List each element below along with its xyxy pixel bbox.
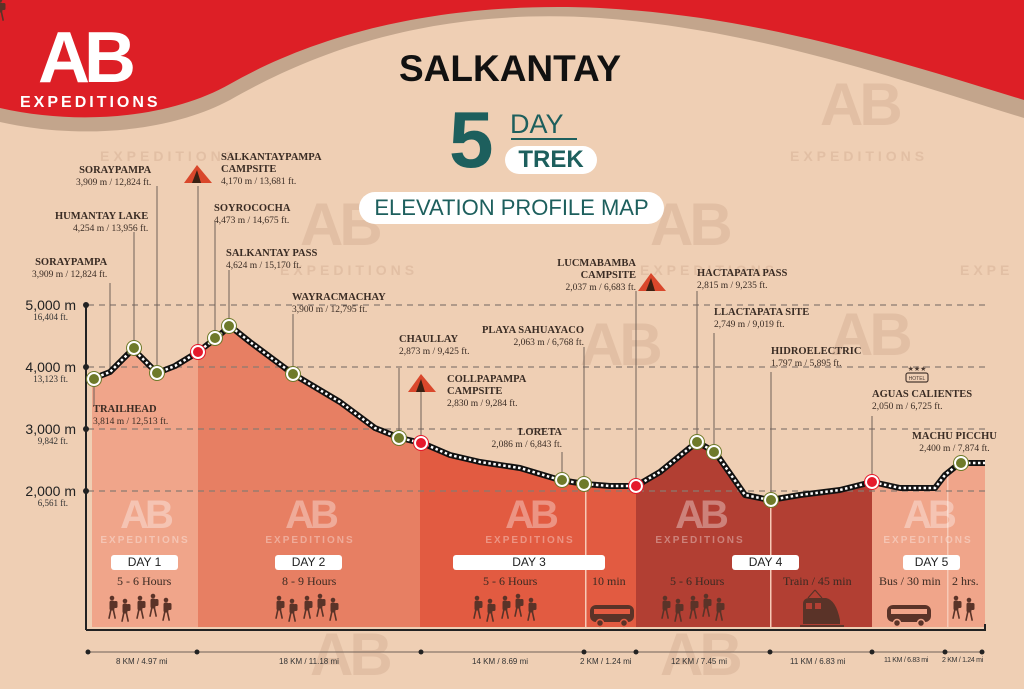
watermark: AB — [820, 71, 903, 138]
day-4-label: DAY 4 — [732, 555, 799, 570]
distance-label: 18 KM / 11.18 mi — [279, 657, 339, 666]
day-2-label: DAY 2 — [275, 555, 342, 570]
day-1-label: DAY 1 — [111, 555, 178, 570]
subtitle-badge: ELEVATION PROFILE MAP — [359, 192, 664, 224]
header-wave — [0, 0, 1024, 132]
day-3-label: DAY 3 — [453, 555, 605, 570]
hotel-icon: HOTEL ★★★ — [905, 365, 929, 383]
watermark: EXPEDITIONS — [640, 262, 779, 278]
watermark: AB — [830, 301, 913, 368]
bus-icon — [887, 605, 931, 628]
duration: Bus / 30 min — [879, 574, 941, 588]
distance-label: 11 KM / 6.83 mi — [790, 657, 846, 666]
distance-label: 8 KM / 4.97 mi — [116, 657, 168, 666]
distance-label: 2 KM / 1.24 mi — [580, 657, 632, 666]
page-title: SALKANTAY — [398, 48, 622, 89]
watermark: AB — [660, 621, 743, 688]
trek-badge: TREK — [505, 146, 597, 174]
duration: 5 - 6 Hours — [483, 574, 538, 588]
duration: Train / 45 min — [783, 574, 852, 588]
bus-icon — [590, 605, 634, 628]
day-word: DAY — [510, 109, 564, 139]
watermark: EXPEDITIONS — [790, 148, 929, 164]
watermark: AB — [650, 191, 733, 258]
watermark: EXPE — [960, 262, 1014, 278]
divider — [511, 138, 577, 140]
tent-icon — [184, 165, 212, 183]
duration: 2 hrs. — [952, 574, 979, 588]
distance-label: 2 KM / 1.24 mi — [942, 657, 983, 664]
watermark: AB — [310, 621, 393, 688]
distance-label: 14 KM / 8.69 mi — [472, 657, 529, 666]
logo-mark: AB — [38, 18, 136, 98]
day-count: 5 — [449, 95, 494, 184]
watermark: EXPEDITIONS — [100, 148, 239, 164]
svg-text:★★★: ★★★ — [908, 365, 927, 373]
tent-icon — [638, 273, 666, 291]
logo-text: EXPEDITIONS — [20, 94, 161, 111]
distance-label: 11 KM / 6.83 mi — [884, 657, 929, 664]
distance-label: 12 KM / 7.45 mi — [671, 657, 728, 666]
svg-text:HOTEL: HOTEL — [909, 376, 926, 382]
hikers-icon — [0, 0, 6, 21]
duration: 5 - 6 Hours — [117, 574, 172, 588]
duration: 5 - 6 Hours — [670, 574, 725, 588]
train-icon — [800, 589, 844, 627]
day-5-label: DAY 5 — [903, 555, 960, 570]
watermark: EXPEDITIONS — [280, 262, 419, 278]
duration: 10 min — [592, 574, 626, 588]
duration: 8 - 9 Hours — [282, 574, 337, 588]
tent-icon — [408, 374, 436, 392]
